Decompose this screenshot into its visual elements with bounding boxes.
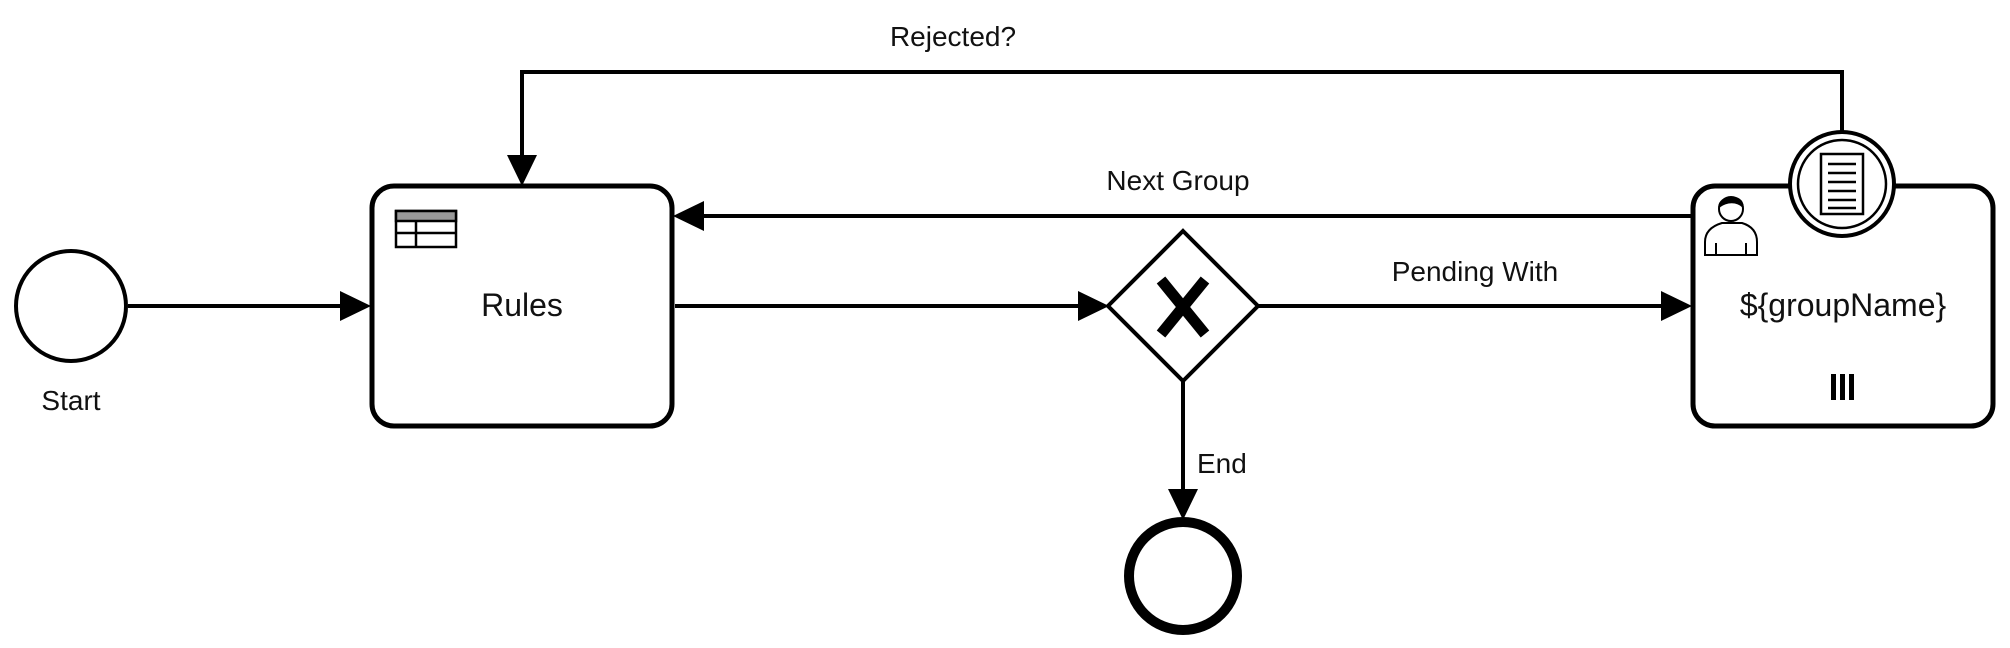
flow-rejected[interactable]: Rejected?: [507, 21, 1844, 186]
flow-start-to-rules[interactable]: [128, 291, 371, 321]
group-task-label: ${groupName}: [1740, 287, 1947, 323]
flow-next-group[interactable]: Next Group: [673, 165, 1692, 231]
business-rule-icon: [394, 209, 458, 249]
start-event[interactable]: Start: [14, 249, 128, 416]
exclusive-gateway[interactable]: [1105, 228, 1261, 384]
parallel-multi-instance-icon: [1831, 374, 1854, 400]
flow-pending-with[interactable]: Pending With: [1258, 256, 1692, 321]
flow-label-next-group: Next Group: [1106, 165, 1249, 196]
flow-rules-to-gateway[interactable]: [675, 291, 1109, 321]
flow-end[interactable]: End: [1168, 381, 1247, 520]
rules-task[interactable]: Rules: [369, 183, 675, 429]
user-icon: [1704, 196, 1758, 256]
start-event-label: Start: [41, 385, 100, 416]
flow-label-rejected: Rejected?: [890, 21, 1016, 52]
rules-task-label: Rules: [481, 287, 563, 323]
conditional-document-icon: [1819, 152, 1865, 216]
flow-label-pending-with: Pending With: [1392, 256, 1559, 287]
flow-label-end: End: [1197, 448, 1247, 479]
conditional-boundary-event[interactable]: [1788, 130, 1896, 238]
gateway-x-marker-icon: [1156, 276, 1210, 338]
end-event[interactable]: [1124, 517, 1242, 635]
